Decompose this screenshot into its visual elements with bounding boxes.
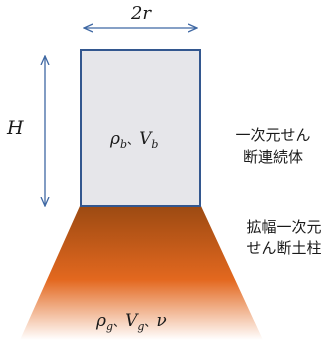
height-label: H: [6, 117, 24, 139]
column-label-line1: 一次元せん: [235, 126, 310, 144]
column-label-line2: 断連続体: [243, 148, 303, 166]
ground-label-line1: 拡幅一次元: [246, 218, 321, 236]
ground-trapezoid: [20, 206, 263, 340]
ground-label-line2: せん断土柱: [246, 239, 321, 257]
column-params: ρb、Vb: [109, 129, 158, 151]
ground-params: ρg、Vg、ν: [95, 311, 167, 333]
column-rectangle: [80, 49, 201, 207]
width-label: 2r: [130, 3, 152, 24]
